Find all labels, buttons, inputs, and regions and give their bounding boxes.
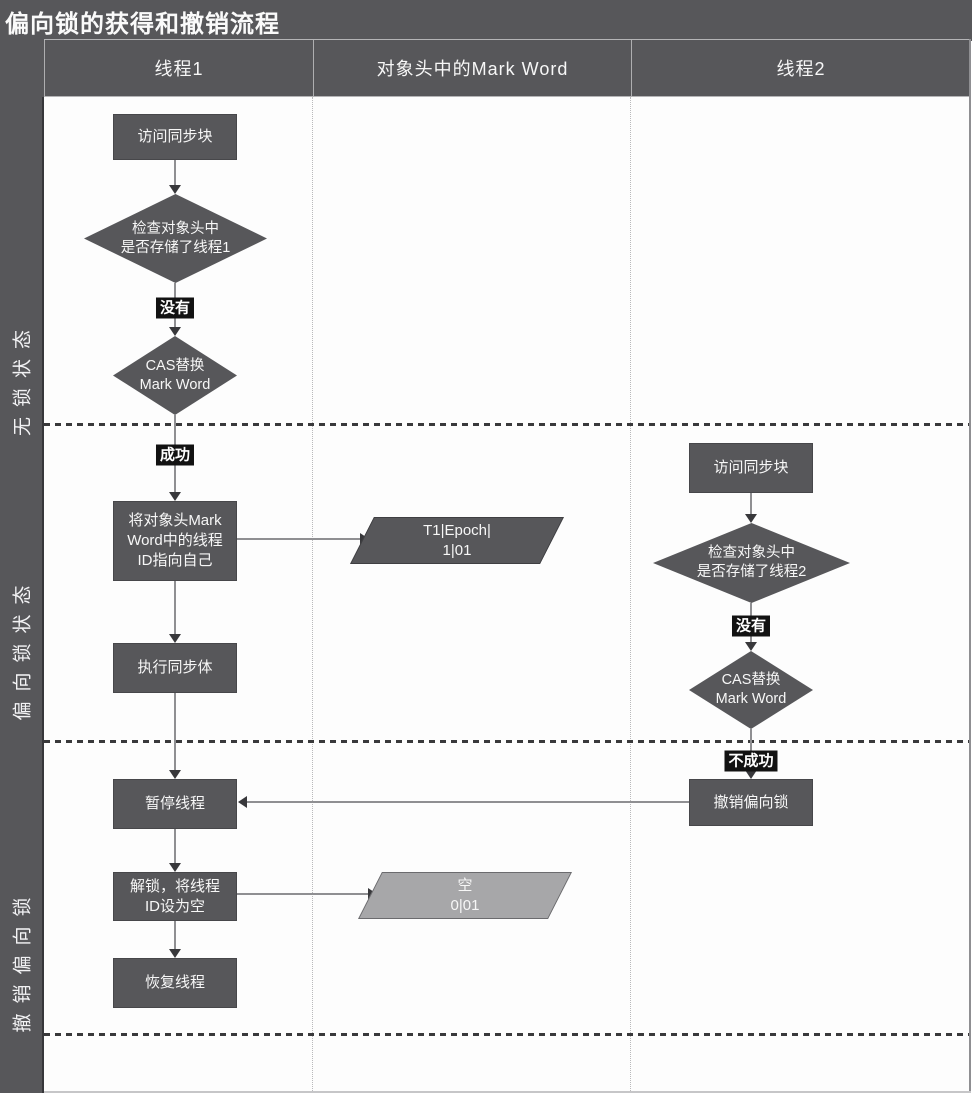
stage-divider-3 bbox=[44, 1033, 969, 1036]
lane-header-thread2-label: 线程2 bbox=[776, 59, 826, 79]
edge-label-fail: 不成功 bbox=[724, 750, 778, 772]
stage-label-revoke: 撤销偏向锁 bbox=[12, 887, 34, 1033]
decision-label: 检查对象头中 是否存储了线程2 bbox=[696, 545, 807, 580]
arrow-left-icon bbox=[238, 796, 247, 808]
connector-line bbox=[174, 921, 176, 950]
arrow-down-icon bbox=[169, 634, 181, 643]
lane-header-thread1-label: 线程1 bbox=[154, 59, 204, 79]
lane-separator-1 bbox=[312, 97, 313, 1091]
process-unlock-clear-id: 解锁，将线程 ID设为空 bbox=[113, 872, 237, 921]
decision-label: CAS替换 Mark Word bbox=[715, 672, 787, 707]
stage-strip bbox=[0, 0, 44, 1093]
connector-line bbox=[174, 693, 176, 771]
process-pause-thread: 暂停线程 bbox=[113, 779, 237, 829]
arrow-down-icon bbox=[169, 185, 181, 194]
process-label: 暂停线程 bbox=[144, 795, 205, 812]
connector-line bbox=[237, 893, 368, 895]
lane-separator-2 bbox=[630, 97, 631, 1091]
connector-line bbox=[247, 801, 689, 803]
stage-label-biased: 偏向锁状态 bbox=[12, 575, 34, 721]
decision-check-owner-thread1: 检查对象头中 是否存储了线程1 bbox=[84, 194, 267, 283]
process-label: 访问同步块 bbox=[137, 128, 213, 145]
decision-check-owner-thread2: 检查对象头中 是否存储了线程2 bbox=[653, 523, 850, 603]
title-bar bbox=[0, 0, 972, 41]
frame-right-edge bbox=[969, 39, 971, 1091]
stage-divider-2 bbox=[44, 740, 969, 743]
markword-record-label: 空 0|01 bbox=[450, 876, 480, 914]
lane-header-markword-label: 对象头中的Mark Word bbox=[376, 59, 569, 79]
edge-label-success: 成功 bbox=[155, 444, 195, 466]
lane-header-thread2: 线程2 bbox=[631, 40, 970, 96]
process-revoke-biased-lock: 撤销偏向锁 bbox=[689, 779, 813, 826]
stage-label-lock-free: 无锁状态 bbox=[12, 319, 34, 437]
arrow-down-icon bbox=[169, 770, 181, 779]
decision-label: CAS替换 Mark Word bbox=[139, 357, 211, 393]
process-access-sync-thread1: 访问同步块 bbox=[113, 114, 237, 160]
markword-empty-record: 空 0|01 bbox=[358, 872, 572, 919]
process-access-sync-thread2: 访问同步块 bbox=[689, 443, 813, 493]
connector-line bbox=[750, 493, 752, 515]
lane-header-row: 线程1 对象头中的Mark Word 线程2 bbox=[44, 39, 970, 97]
arrow-down-icon bbox=[169, 949, 181, 958]
page-title: 偏向锁的获得和撤销流程 bbox=[5, 11, 280, 38]
process-label: 解锁，将线程 ID设为空 bbox=[129, 877, 220, 915]
arrow-down-icon bbox=[169, 863, 181, 872]
connector-line bbox=[174, 829, 176, 864]
arrow-down-icon bbox=[169, 327, 181, 336]
process-label: 将对象头Mark Word中的线程 ID指向自己 bbox=[127, 512, 223, 569]
arrow-down-icon bbox=[745, 514, 757, 523]
edge-label-no-thread1: 没有 bbox=[155, 297, 195, 319]
process-resume-thread: 恢复线程 bbox=[113, 958, 237, 1008]
process-set-thread-id: 将对象头Mark Word中的线程 ID指向自己 bbox=[113, 501, 237, 581]
process-label: 执行同步体 bbox=[137, 659, 213, 676]
decision-label: 检查对象头中 是否存储了线程1 bbox=[120, 220, 231, 256]
frame-left-edge bbox=[42, 97, 44, 1093]
connector-line bbox=[174, 160, 176, 185]
edge-label-no-thread2: 没有 bbox=[731, 615, 771, 637]
connector-line bbox=[237, 538, 360, 540]
process-execute-sync-body: 执行同步体 bbox=[113, 643, 237, 693]
lane-header-markword: 对象头中的Mark Word bbox=[313, 40, 631, 96]
arrow-down-icon bbox=[169, 492, 181, 501]
markword-record-label: T1|Epoch| 1|01 bbox=[423, 521, 491, 559]
connector-line bbox=[174, 581, 176, 635]
process-label: 恢复线程 bbox=[144, 974, 205, 991]
lane-header-thread1: 线程1 bbox=[44, 40, 313, 96]
decision-cas-replace-thread1: CAS替换 Mark Word bbox=[113, 336, 237, 415]
process-label: 访问同步块 bbox=[713, 459, 789, 476]
stage-divider-1 bbox=[44, 423, 969, 426]
markword-biased-record: T1|Epoch| 1|01 bbox=[350, 517, 564, 564]
frame-bottom-edge bbox=[44, 1091, 971, 1093]
arrow-down-icon bbox=[745, 770, 757, 779]
connector-line bbox=[750, 729, 752, 771]
arrow-down-icon bbox=[745, 642, 757, 651]
decision-cas-replace-thread2: CAS替换 Mark Word bbox=[689, 651, 813, 729]
process-label: 撤销偏向锁 bbox=[713, 793, 789, 811]
